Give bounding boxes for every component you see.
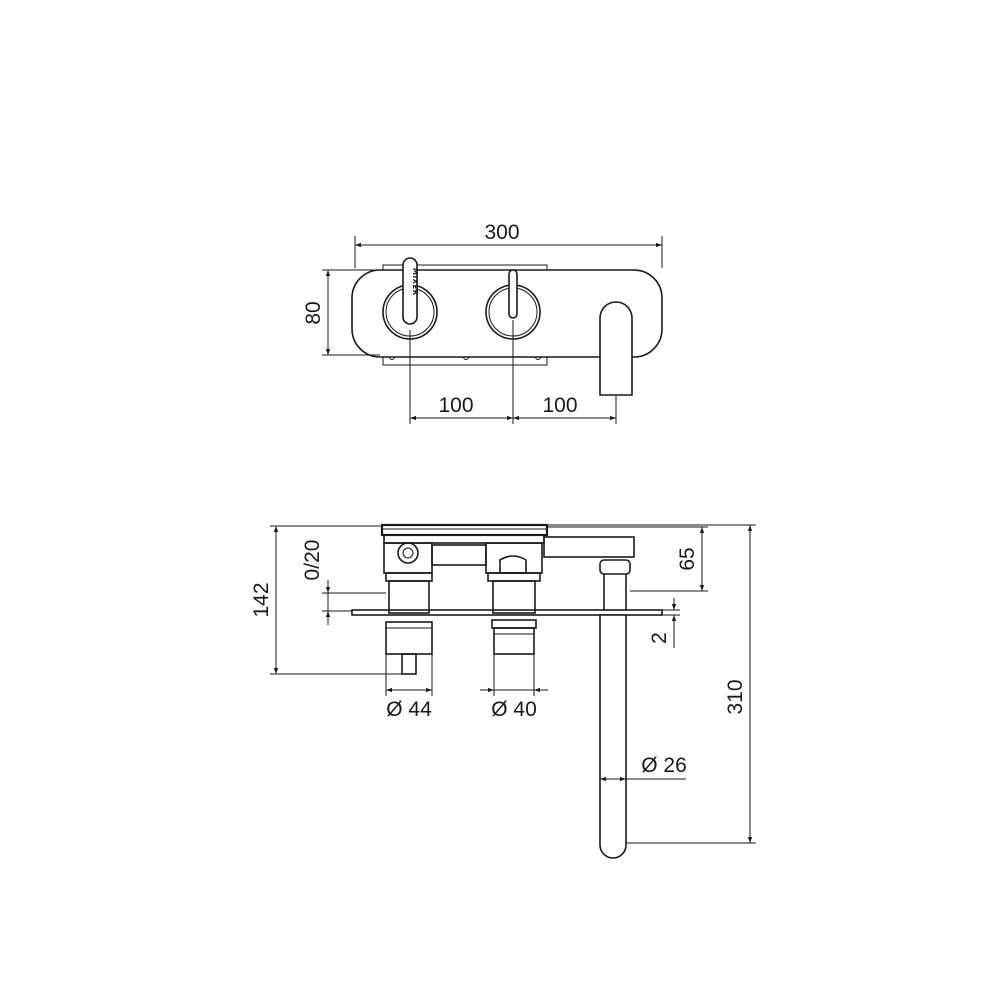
side-cover-plate [380, 523, 549, 537]
dimension-spout-length: 310 [547, 524, 756, 844]
side-wall-plate [351, 609, 663, 616]
side-valve-right [487, 555, 541, 655]
dim-depth-adjust-label: 0/20 [301, 540, 324, 581]
dimension-plate-thickness: 2 [648, 598, 680, 648]
dimension-width: 300 [354, 221, 663, 268]
dim-plate-thickness-label: 2 [648, 632, 671, 644]
front-view: MIXER 300 80 [302, 221, 663, 424]
dimension-depth-adjust: 0/20 [301, 540, 386, 625]
dim-width-label: 300 [484, 221, 519, 244]
side-view: 0/20 142 65 2 [250, 523, 756, 859]
side-spout-body [543, 536, 635, 610]
side-body-frame [383, 534, 545, 574]
side-valve-left [385, 542, 433, 675]
dim-body-diameter-right-label: Ø 40 [491, 698, 537, 721]
dim-spout-diameter-label: Ø 26 [641, 754, 687, 777]
dimension-height: 80 [302, 269, 400, 356]
dim-total-depth-label: 142 [250, 582, 273, 617]
handle-brand-label: MIXER [411, 268, 419, 296]
dim-spacing-left-label: 100 [438, 394, 473, 417]
dim-spout-height-label: 65 [676, 547, 699, 570]
dim-spacing-right-label: 100 [542, 394, 577, 417]
dimension-total-depth: 142 [250, 525, 416, 675]
spout-front [599, 301, 633, 396]
dimension-spacing: 100 100 [409, 320, 617, 424]
dim-body-diameter-left-label: Ø 44 [386, 698, 432, 721]
dimension-body-diameter-left: Ø 44 [385, 654, 433, 721]
dimension-spout-height: 65 [547, 526, 708, 592]
dim-spout-length-label: 310 [724, 679, 747, 714]
cover-plate [351, 269, 663, 358]
side-spout-tube [599, 614, 627, 859]
dim-height-label: 80 [302, 301, 325, 324]
dimension-spout-diameter: Ø 26 [600, 754, 687, 782]
dimension-body-diameter-right: Ø 40 [480, 654, 548, 721]
